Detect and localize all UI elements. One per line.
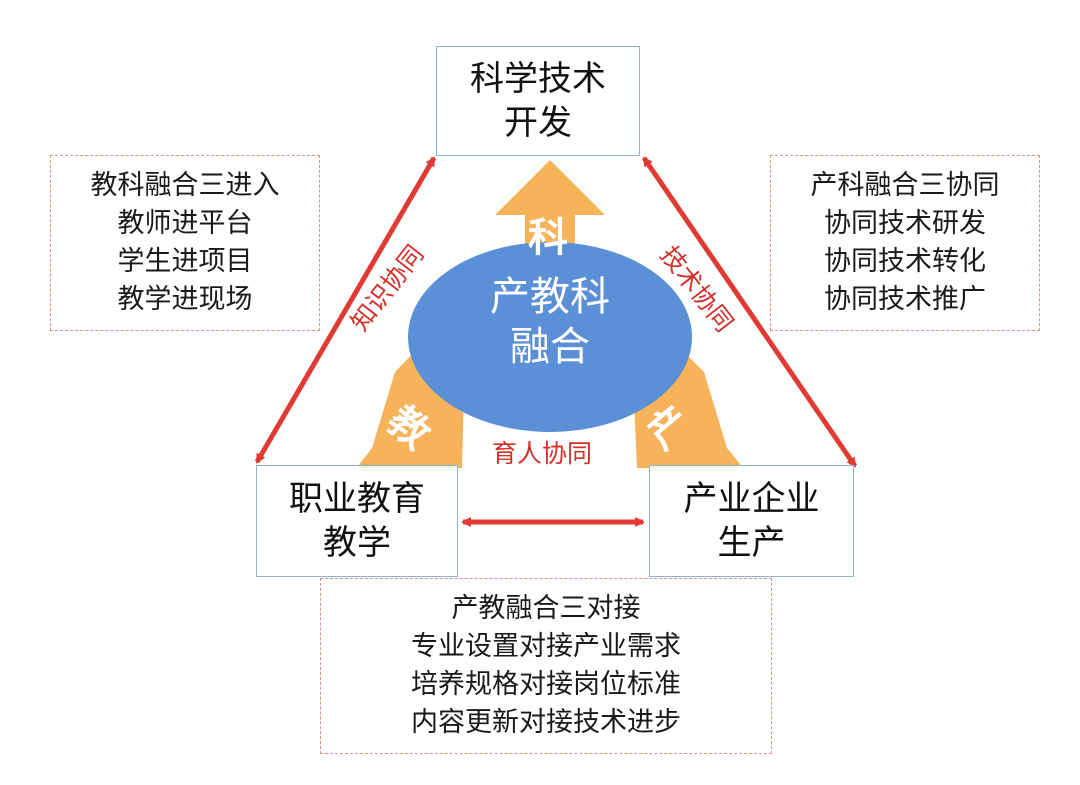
node-right-line1: 产业企业 bbox=[683, 479, 820, 519]
center-line1: 产教科 bbox=[490, 274, 610, 320]
note-right-line: 协同技术转化 bbox=[824, 246, 986, 277]
note-right: 产科融合三协同 协同技术研发 协同技术转化 协同技术推广 bbox=[770, 155, 1040, 331]
note-left-line: 教学进现场 bbox=[117, 284, 253, 315]
node-top-line2: 开发 bbox=[504, 103, 572, 143]
note-bottom: 产教融合三对接 专业设置对接产业需求 培养规格对接岗位标准 内容更新对接技术进步 bbox=[320, 578, 772, 754]
note-left-line: 学生进项目 bbox=[117, 246, 253, 277]
edge-label-people: 育人协同 bbox=[492, 439, 593, 468]
arrow-char-ke: 科 bbox=[528, 215, 568, 261]
node-science-tech-development: 科学技术 开发 bbox=[436, 46, 640, 156]
note-left-line: 教师进平台 bbox=[117, 208, 253, 239]
note-right-line: 产科融合三协同 bbox=[810, 170, 1000, 201]
node-vocational-education: 职业教育 教学 bbox=[256, 465, 458, 577]
note-bottom-line: 内容更新对接技术进步 bbox=[411, 707, 681, 738]
node-right-line2: 生产 bbox=[717, 523, 786, 563]
note-bottom-line: 培养规格对接岗位标准 bbox=[411, 669, 681, 700]
node-top-line1: 科学技术 bbox=[470, 59, 606, 99]
double-arrow-left bbox=[254, 156, 437, 464]
center-label: 产教科 融合 bbox=[410, 272, 690, 372]
node-industry-production: 产业企业 生产 bbox=[649, 465, 854, 577]
double-arrow-right bbox=[641, 156, 858, 468]
note-right-line: 协同技术研发 bbox=[824, 208, 986, 239]
note-right-line: 协同技术推广 bbox=[824, 284, 986, 315]
arrow-up-ke bbox=[495, 160, 605, 262]
node-left-line1: 职业教育 bbox=[289, 479, 425, 519]
center-line2: 融合 bbox=[510, 324, 590, 370]
center-ellipse bbox=[408, 242, 692, 432]
note-bottom-line: 产教融合三对接 bbox=[451, 593, 641, 624]
node-left-line2: 教学 bbox=[323, 523, 391, 563]
note-left-line: 教科融合三进入 bbox=[90, 170, 280, 201]
note-left: 教科融合三进入 教师进平台 学生进项目 教学进现场 bbox=[50, 155, 320, 331]
note-bottom-line: 专业设置对接产业需求 bbox=[411, 631, 681, 662]
